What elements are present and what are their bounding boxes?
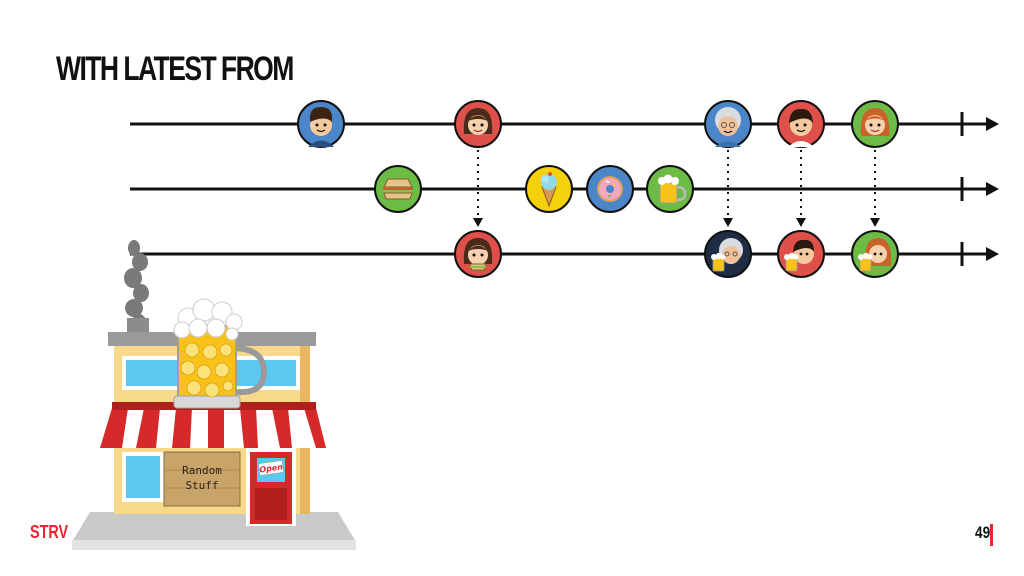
marble-donut [586,165,634,213]
store-sign-line1: Random [182,464,222,477]
connector-arrowheads [473,218,880,227]
marble-ice-cream [525,165,573,213]
store-illustration: Random Stuff Open [72,240,356,550]
beer-mug-icon [173,298,268,409]
marble-girl-blond [851,100,899,148]
timeline-result [130,242,999,266]
marble-girl-with-sandwich [454,230,502,278]
store-sign-line2: Stuff [185,479,218,492]
page-number-accent-bar [990,524,993,546]
marble-girl [454,100,502,148]
brand-logo: STRV [30,522,69,542]
striped-awning [100,402,326,448]
marble-beer [646,165,694,213]
marble-old-woman [704,100,752,148]
page-number: 49 [975,523,991,542]
marble-old-woman-with-beer [704,230,752,278]
svg-text:Open: Open [259,462,284,474]
marble-boy-red [777,100,825,148]
chimney-smoke [124,240,149,334]
marble-girl-blond-with-beer [851,230,899,278]
marble-boy [297,100,345,148]
marble-boy-red-with-beer [777,230,825,278]
connectors [477,150,876,220]
marble-sandwich [374,165,422,213]
slide-title: WITH LATEST FROM [56,50,294,88]
timeline-people [130,112,999,136]
open-sign: Open [258,460,284,476]
